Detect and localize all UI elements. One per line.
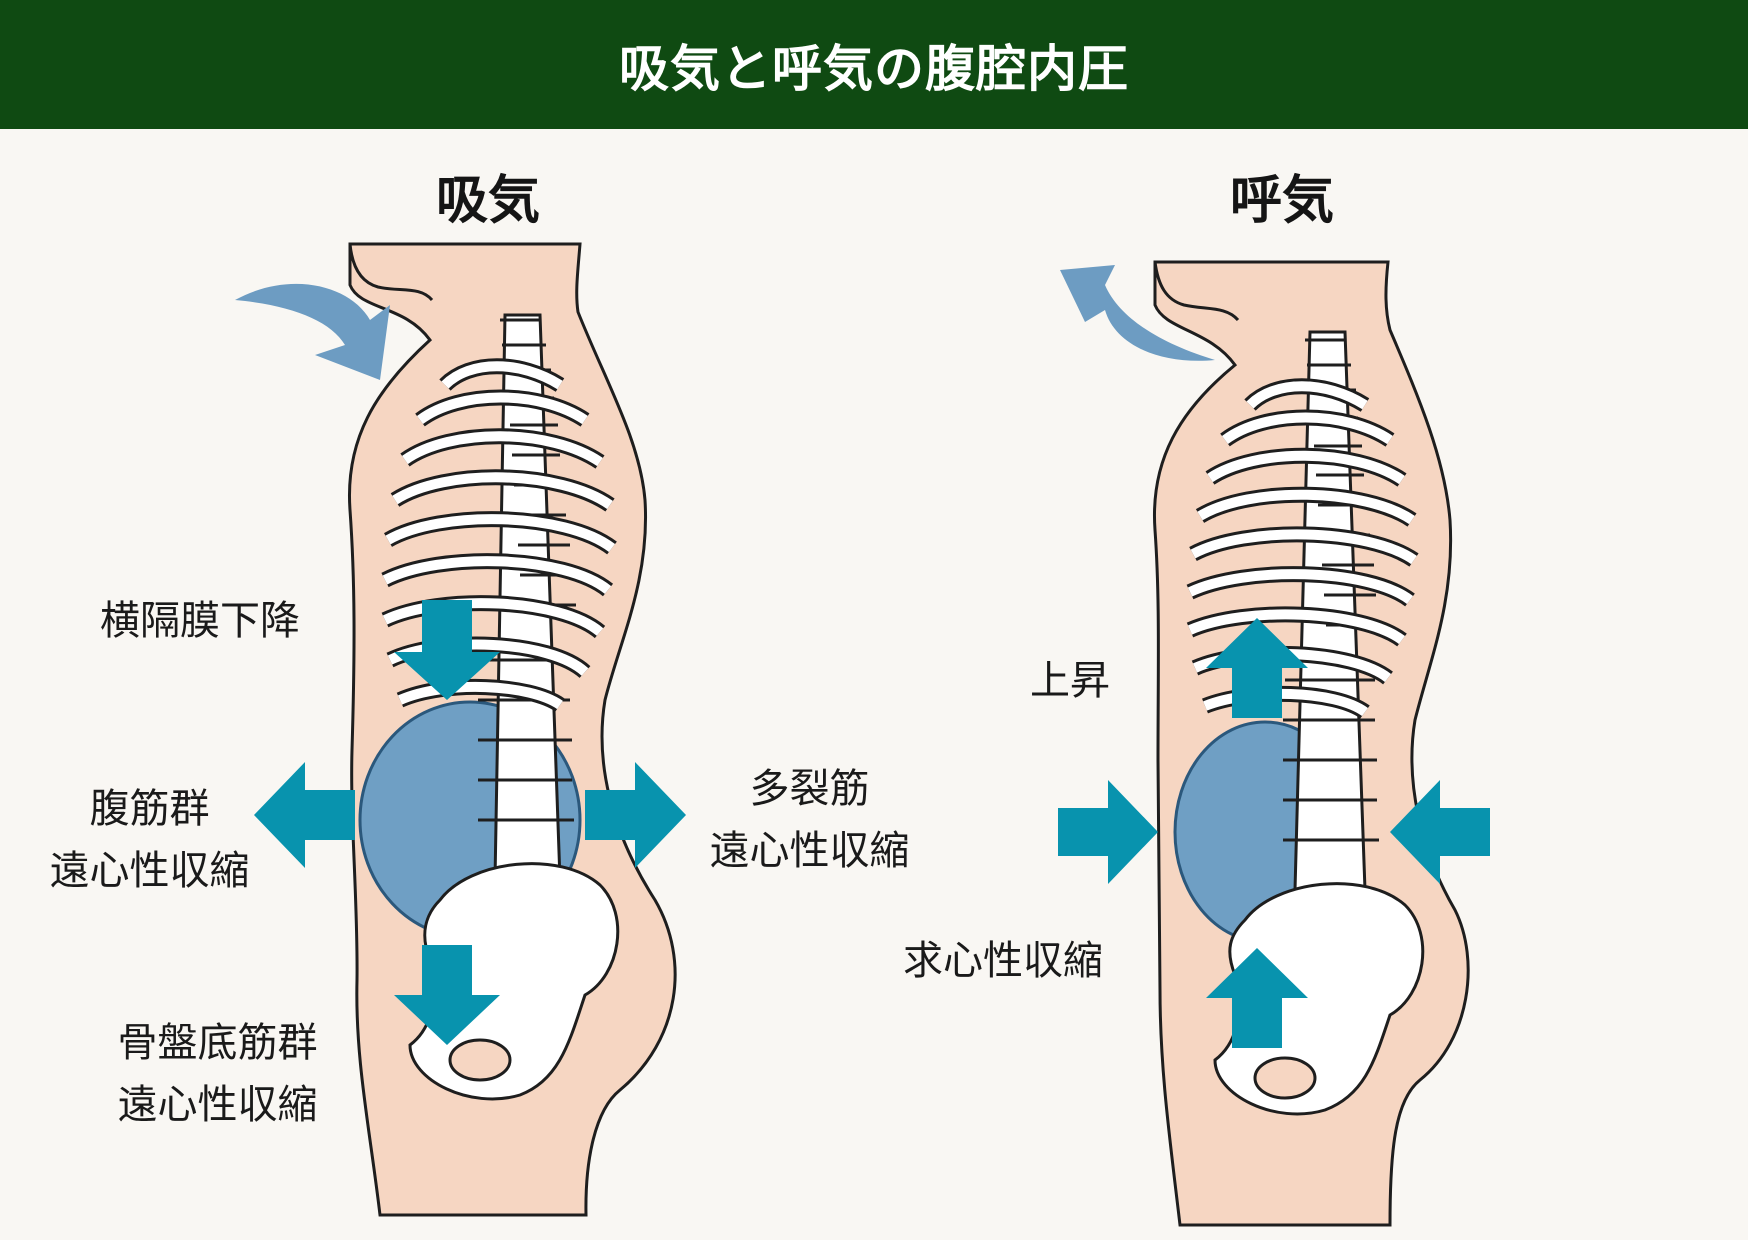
- exhale-figure: [1058, 260, 1490, 1227]
- exhale-breath-arrow: [1060, 265, 1215, 361]
- inhale-multifidus-label-line1: 多裂筋: [749, 766, 870, 812]
- inhale-pelvic-floor-label-line2: 遠心性収縮: [117, 1082, 318, 1128]
- inhale-abdominal-label-line2: 遠心性収縮: [49, 848, 250, 894]
- inhale-ribcage: [381, 358, 617, 712]
- exhale-pelvic-floor-arrow: [1206, 948, 1308, 1048]
- inhale-breath-arrow: [235, 283, 390, 380]
- inhale-pelvic-floor-arrow: [394, 945, 500, 1045]
- inhale-figure: [235, 242, 686, 1217]
- exhale-rise-label: 上昇: [1030, 658, 1110, 704]
- inhale-diaphragm-arrow: [394, 600, 500, 700]
- inhale-diaphragm-label: 横隔膜下降: [100, 598, 300, 644]
- inhale-pelvic-floor-label-line1: 骨盤底筋群: [117, 1020, 318, 1066]
- page-title: 吸気と呼気の腹腔内圧: [619, 39, 1129, 98]
- exhale-concentric-label: 求心性収縮: [903, 938, 1103, 984]
- exhale-back-arrow: [1390, 780, 1490, 884]
- inhale-abdominal-arrow: [254, 762, 355, 868]
- exhale-front-arrow: [1058, 780, 1158, 884]
- header-bar: 吸気と呼気の腹腔内圧: [0, 0, 1748, 129]
- inhale-abdominal-label: 腹筋群 遠心性収縮: [32, 778, 267, 902]
- inhale-abdominal-label-line1: 腹筋群: [89, 786, 210, 832]
- inhale-multifidus-label: 多裂筋 遠心性収縮: [692, 758, 927, 882]
- exhale-rise-arrow: [1206, 618, 1308, 718]
- inhale-multifidus-arrow: [585, 762, 686, 868]
- inhale-pelvic-floor-label: 骨盤底筋群 遠心性収縮: [100, 1012, 335, 1136]
- inhale-title: 吸気: [435, 171, 540, 231]
- exhale-title: 呼気: [1229, 171, 1334, 231]
- inhale-multifidus-label-line2: 遠心性収縮: [709, 828, 910, 874]
